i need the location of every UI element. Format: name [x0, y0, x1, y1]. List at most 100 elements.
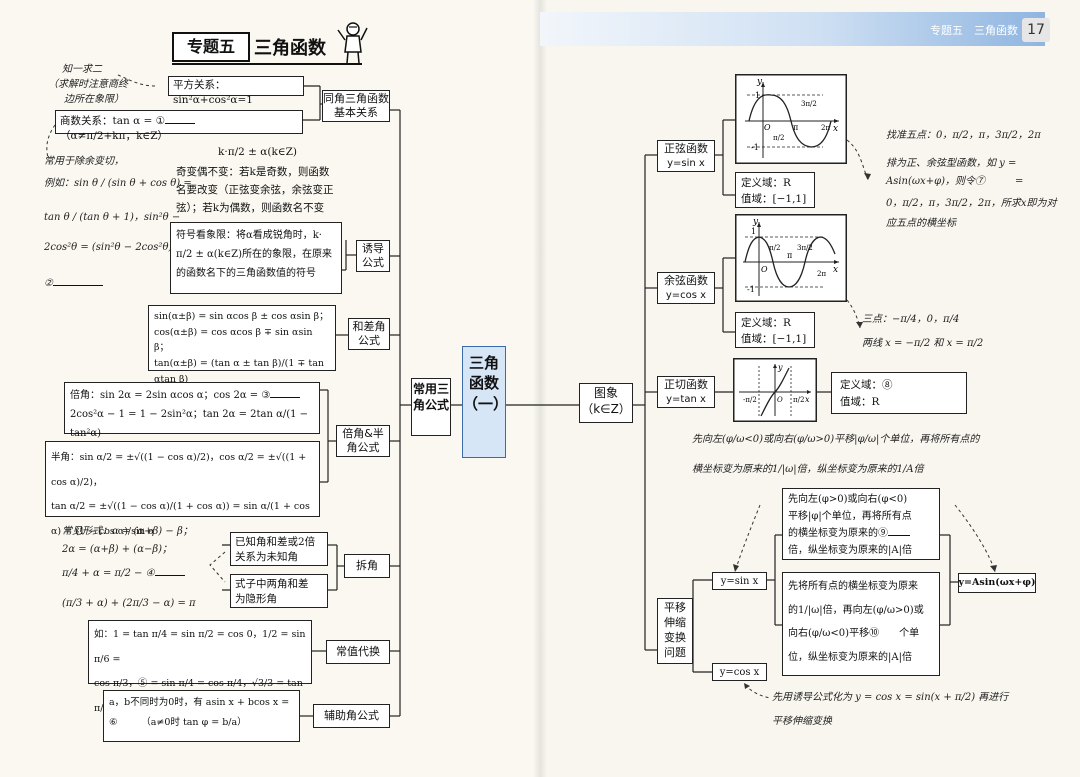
blank-3 [270, 397, 301, 398]
split-case-1b: 关系为未知角 [235, 550, 298, 563]
cosine-tick-neg-one: -1 [747, 285, 755, 294]
cos-transform-note-1: 先用诱导公式化为 y = cos x = sin(x + π/2) 再进行 [772, 692, 1009, 703]
cosine-x-label: x [833, 265, 838, 275]
constant-substitution-label: 常值代换 [326, 640, 390, 664]
aux-line-2: ⑥ （a≠0时 tan φ = b/a） [109, 716, 247, 728]
cosine-tick-two-pi: 2π [817, 270, 826, 278]
header-section: 专题五 三角函数 [930, 24, 1018, 37]
auxiliary-angle-label: 辅助角公式 [313, 704, 390, 728]
header-band [540, 12, 1045, 46]
double-line-2: 2cos²α − 1 = 1 − 2sin²α；tan 2α = 2tan α/… [70, 409, 309, 439]
sine-y-label: y [756, 77, 763, 87]
induction-sign-2: π/2 ± α(k∈Z)所在的象限，在原来 [176, 249, 333, 260]
cosine-tick-pi-half: π/2 [769, 244, 780, 252]
const-line-1: 如：1 = tan π/4 = sin π/2 = cos 0，1/2 = si… [94, 629, 306, 665]
induction-body-1: 奇变偶不变：若k是奇数，则函数 [176, 166, 330, 178]
from-cosine: y=cos x [712, 663, 767, 681]
path1-line-3: 的横坐标变为原来的⑨ [788, 525, 934, 542]
transform-path-2: 先将所有点的横坐标变为原来 的1/|ω|倍，再向左(φ/ω>0)或 向右(φ/ω… [782, 572, 940, 676]
cos-transform-note-2: 平移伸缩变换 [772, 716, 832, 727]
book-gutter [533, 0, 547, 777]
induction-sign-rule: 符号看象限：将α看成锐角时，k· π/2 ± α(k∈Z)所在的象限，在原来 的… [170, 222, 342, 294]
note-left-3: tan θ / (tan θ + 1)，sin²θ − [44, 212, 181, 223]
quotient-identity: 商数关系：tan α = ① （α≠π/2+kπ，k∈Z） [55, 110, 303, 142]
transform-label-4: 问题 [664, 645, 686, 659]
five-point-note-3: Asin(ωx+φ)，则令⑦ = [886, 174, 1023, 190]
transform-path-1: 先向左(φ>0)或向右(φ<0) 平移|φ|个单位，再将所有点 的横坐标变为原来… [782, 488, 940, 560]
induction-body-2: 名要改变（正弦变余弦，余弦变正 [176, 184, 334, 196]
sum-line-3: tan(α±β) = (tan α ± tan β)/(1 ∓ tan αtan… [154, 358, 324, 385]
sine-domain: 定义域：R [741, 177, 791, 189]
tangent-domain: 定义域：⑧ [840, 379, 893, 391]
tangent-origin: O [777, 396, 783, 404]
transform-label-3: 变换 [664, 631, 686, 644]
title-tag: 专题五 [172, 32, 250, 62]
five-point-note-3-text: Asin(ωx+φ)，则令⑦ = [886, 176, 1024, 187]
induction-sign-1: 符号看象限：将α看成锐角时，k· [176, 230, 322, 241]
five-point-note-5: 应五点的横坐标 [886, 218, 956, 229]
sine-tick-two-pi: 2π [821, 124, 830, 132]
tangent-y-label: y [777, 363, 783, 372]
path1-line-4: 倍，纵坐标变为原来的|A|倍 [788, 545, 912, 556]
split-note-1: 常见形式：α = (α+β) − β； [62, 526, 193, 537]
transform-label-2: 伸缩 [664, 616, 686, 630]
tangent-name: 正切函数 [664, 378, 708, 392]
double-line-1-text: 倍角：sin 2α = 2sin αcos α；cos 2α = ③ [70, 390, 271, 401]
blank-4 [154, 575, 185, 576]
double-half-label: 倍角&半角公式 [336, 425, 390, 457]
path1-line-1: 先向左(φ>0)或向右(φ<0) [788, 494, 908, 505]
sum-line-2: cos(α±β) = cos αcos β ∓ sin αsin β； [154, 326, 313, 354]
const-line-2: cos π/3，⑤ = sin π/4 = cos π/4，√3/3 = tan… [94, 678, 303, 715]
cosine-tick-three-pi-half: 3π/2 [797, 244, 813, 252]
note-left-5: ② [44, 276, 103, 292]
half-angle-formulas: 半角：sin α/2 = ±√((1 − cos α)/2)，cos α/2 =… [45, 441, 320, 537]
split-case-2a: 式子中两角和差 [235, 578, 309, 590]
induction-sign-3: 的函数名下的三角函数值的符号 [176, 268, 316, 279]
transform-label-1: 平移 [664, 601, 686, 615]
double-angle-formulas: 倍角：sin 2α = 2sin αcos α；cos 2α = ③ 2cos²… [64, 382, 320, 439]
cosine-domain-range: 定义域：R 值域：[−1,1] [735, 312, 815, 348]
split-note-3-text: π/4 + α = π/2 − ④ [62, 568, 155, 579]
cosine-tick-one: 1 [751, 227, 756, 236]
tangent-graph: y x O -π/2 π/2 [733, 358, 817, 422]
blank-1 [165, 123, 196, 124]
cosine-origin: O [761, 265, 768, 274]
note-left-2: 例如：sin θ / (sin θ + cos θ) = [44, 178, 192, 189]
title-underline [172, 63, 362, 65]
sine-graph: y x 1 -1 O π/2 π 3π/2 2π [735, 74, 847, 164]
tangent-x-label: x [805, 395, 810, 404]
split-case-1a: 已知角和差或2倍 [235, 536, 316, 548]
five-point-note-4: 0，π/2，π，3π/2，2π，所求x即为对 [886, 198, 1057, 209]
half-line-1: 半角：sin α/2 = ±√((1 − cos α)/2)，cos α/2 =… [51, 452, 307, 488]
double-line-1: 倍角：sin 2α = 2sin αcos α；cos 2α = ③ [70, 386, 314, 405]
central-topic: 三角函数（一） [462, 346, 508, 458]
sine-domain-range: 定义域：R 值域：[−1,1] [735, 172, 815, 208]
path2-line-4: 位，纵坐标变为原来的|A|倍 [788, 651, 912, 663]
page-number: 17 [1022, 18, 1050, 42]
sine-tick-pi-half: π/2 [773, 134, 784, 142]
split-note-3: π/4 + α = π/2 − ④ [62, 566, 185, 582]
target-function: y=Asin(ωx+φ) [958, 573, 1036, 593]
pythagorean-identity: 平方关系：sin²α+cos²α=1 [168, 76, 304, 106]
graphs-hub: 图象（k∈Z） [579, 383, 633, 423]
quotient-pre: 商数关系：tan α = ① [60, 115, 166, 127]
tangent-tick-pi-half: π/2 [793, 396, 804, 404]
tangent-domain-range: 定义域：⑧ 值域：R [831, 372, 967, 414]
quotient-post: （α≠π/2+kπ，k∈Z） [60, 130, 168, 143]
cosine-domain: 定义域：R [741, 317, 791, 329]
blank-9 [888, 535, 910, 536]
tangent-formula: y=tan x [666, 393, 706, 405]
split-note-4: (π/3 + α) + (2π/3 − α) = π [62, 598, 196, 609]
cosine-range: 值域：[−1,1] [741, 332, 807, 345]
note-left-4: 2cos²θ = (sin²θ − 2cos²θ)/(sin²θ + cos²θ… [44, 242, 250, 253]
sine-tick-three-pi-half: 3π/2 [801, 100, 817, 108]
transform-label: 平移 伸缩 变换 问题 [657, 598, 693, 664]
note-top-2: （求解时注意商终 [48, 79, 128, 90]
note-left-1: 常用于除余变切， [44, 156, 124, 167]
path2-line-1: 先将所有点的横坐标变为原来 [788, 581, 918, 592]
tan-note-1: 三点：−π/4，0，π/4 [862, 314, 960, 325]
